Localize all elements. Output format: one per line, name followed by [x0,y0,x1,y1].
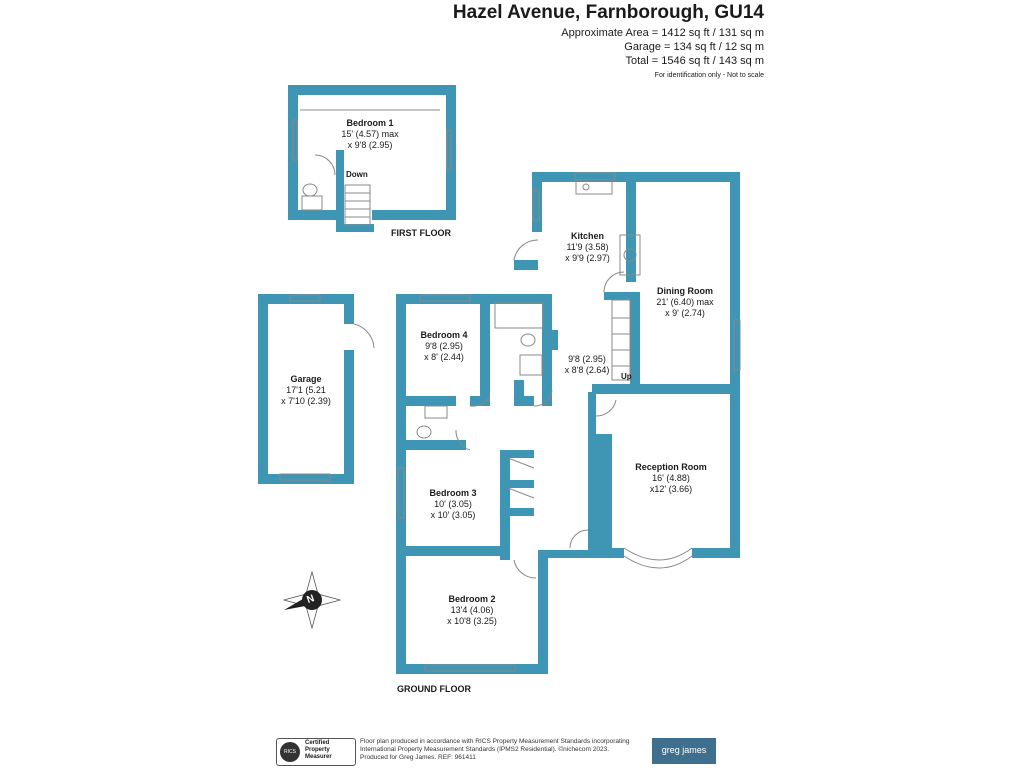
stairs-down-label: Down [346,170,368,179]
page-title: Hazel Avenue, Farnborough, GU14 [452,2,764,23]
footer-line-1: Floor plan produced in accordance with R… [360,738,630,745]
badge-text-3: Measurer [305,754,332,760]
reception-name: Reception Room [635,462,707,472]
kitchen-name: Kitchen [570,231,604,241]
rics-badge: RICS Certified Property Measurer [276,738,356,766]
kitchen-label: Kitchen 11'9 (3.58) x 9'9 (2.97) [540,231,635,264]
rics-logo-icon: RICS [280,742,300,762]
rics-badge-text: Certified Property Measurer [305,740,332,761]
badge-text-1: Certified [305,740,330,746]
bedroom3-dim2: x 10' (3.05) [430,510,476,520]
footer-credits: Floor plan produced in accordance with R… [360,738,660,762]
garage-walls [258,294,354,484]
ground-floor-walls [396,172,740,674]
brand-logo: greg james [652,738,716,764]
garage-area: Garage = 134 sq ft / 12 sq m [624,41,764,53]
hall-dim1: 9'8 (2.95) [568,354,606,364]
bedroom4-dim1: 9'8 (2.95) [425,341,463,351]
stairs-up-label: Up [621,372,632,381]
ground-floor-label: GROUND FLOOR [397,684,471,694]
first-floor-label: FIRST FLOOR [391,228,451,238]
bedroom1-label: Bedroom 1 15' (4.57) max x 9'8 (2.95) [310,118,430,151]
reception-dim1: 16' (4.88) [652,473,690,483]
garage-name: Garage [290,374,322,384]
bedroom3-name: Bedroom 3 [429,488,477,498]
bedroom4-label: Bedroom 4 9'8 (2.95) x 8' (2.44) [407,330,481,363]
ground-floor-fittings [397,172,741,672]
badge-text-2: Property [305,747,330,753]
bedroom2-dim2: x 10'8 (3.25) [447,616,497,626]
garage-dim1: 17'1 (5.21 [286,385,326,395]
bedroom1-dim1: 15' (4.57) max [341,129,399,139]
garage-dim2: x 7'10 (2.39) [281,396,331,406]
footer-line-3: Produced for Greg James. REF: 961411 [360,754,476,761]
bedroom2-dim1: 13'4 (4.06) [450,605,494,615]
kitchen-dim2: x 9'9 (2.97) [565,253,610,263]
reception-label: Reception Room 16' (4.88) x12' (3.66) [615,462,727,495]
bedroom2-name: Bedroom 2 [448,594,496,604]
reception-dim2: x12' (3.66) [649,484,693,494]
bedroom1-dim2: x 9'8 (2.95) [347,140,393,150]
bedroom2-label: Bedroom 2 13'4 (4.06) x 10'8 (3.25) [420,594,524,627]
bedroom3-label: Bedroom 3 10' (3.05) x 10' (3.05) [410,488,496,521]
bedroom4-dim2: x 8' (2.44) [424,352,464,362]
footer-line-2: International Property Measurement Stand… [360,746,610,753]
first-floor-fittings [292,109,452,226]
approx-area: Approximate Area = 1412 sq ft / 131 sq m [561,27,764,39]
scale-note: For identification only - Not to scale [654,72,764,79]
kitchen-dim1: 11'9 (3.58) [566,242,609,252]
dining-dim1: 21' (6.40) max [656,297,714,307]
total-area: Total = 1546 sq ft / 143 sq m [625,55,765,67]
bedroom1-name: Bedroom 1 [346,118,394,128]
hall-label: 9'8 (2.95) x 8'8 (2.64) [556,354,618,376]
dining-label: Dining Room 21' (6.40) max x 9' (2.74) [640,286,730,319]
bedroom4-name: Bedroom 4 [420,330,468,340]
garage-label: Garage 17'1 (5.21 x 7'10 (2.39) [268,374,344,407]
dining-name: Dining Room [657,286,713,296]
hall-dim2: x 8'8 (2.64) [564,365,610,375]
bedroom3-dim1: 10' (3.05) [434,499,472,509]
dining-dim2: x 9' (2.74) [665,308,705,318]
compass-icon [282,570,342,630]
